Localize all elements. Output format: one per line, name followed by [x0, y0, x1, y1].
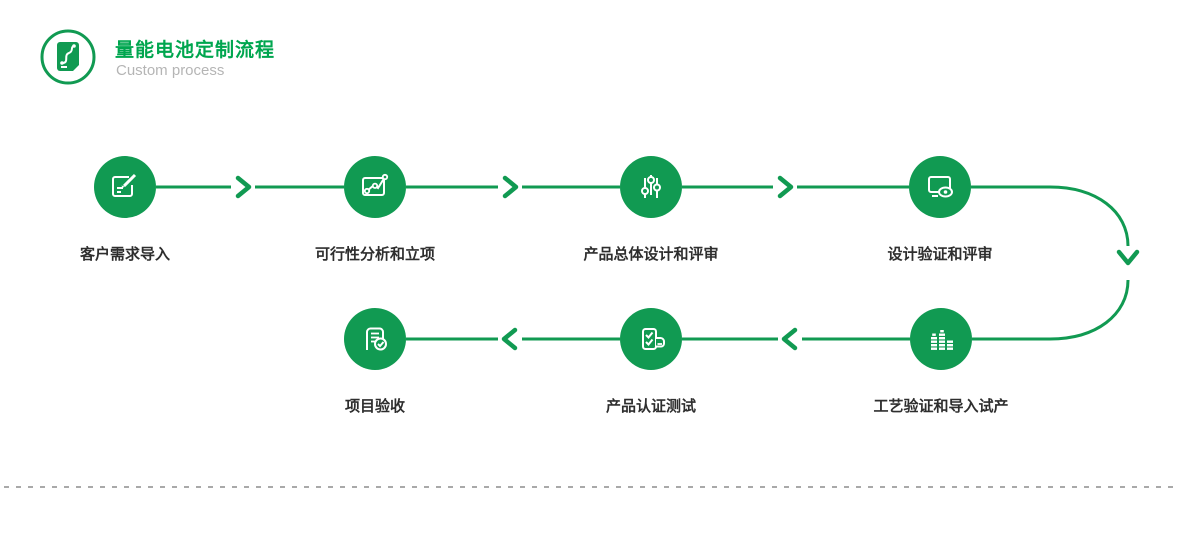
step-circle — [94, 156, 156, 218]
monitor-eye-icon — [928, 176, 953, 198]
page-subtitle: Custom process — [116, 62, 225, 79]
process-step: 产品认证测试 — [541, 308, 761, 416]
battery-check-icon — [642, 328, 665, 350]
equalizer-bars-icon — [931, 330, 953, 350]
step-label: 设计验证和评审 — [887, 246, 993, 263]
step-circle — [344, 156, 406, 218]
document-check-icon — [366, 327, 387, 351]
step-label: 可行性分析和立项 — [314, 246, 435, 263]
step-label: 项目验收 — [344, 398, 405, 415]
step-circle — [909, 156, 971, 218]
step-label: 工艺验证和导入试产 — [873, 398, 1009, 415]
chart-analysis-icon — [362, 173, 389, 196]
sliders-icon — [641, 175, 661, 198]
step-circle — [910, 308, 972, 370]
step-label: 客户需求导入 — [79, 246, 170, 263]
page-title: 量能电池定制流程 — [115, 40, 276, 61]
step-circle — [620, 156, 682, 218]
process-step: 可行性分析和立项 — [265, 156, 485, 264]
edit-document-icon — [112, 173, 137, 197]
step-circle — [620, 308, 682, 370]
step-label: 产品总体设计和评审 — [583, 246, 719, 263]
process-document-icon — [39, 28, 97, 86]
chevron-down-icon — [1116, 249, 1140, 266]
step-circle — [344, 308, 406, 370]
process-step: 项目验收 — [265, 308, 485, 416]
process-step: 客户需求导入 — [15, 156, 235, 264]
process-step: 工艺验证和导入试产 — [831, 308, 1051, 416]
step-label: 产品认证测试 — [605, 398, 696, 415]
process-step: 设计验证和评审 — [830, 156, 1050, 264]
process-step: 产品总体设计和评审 — [541, 156, 761, 264]
